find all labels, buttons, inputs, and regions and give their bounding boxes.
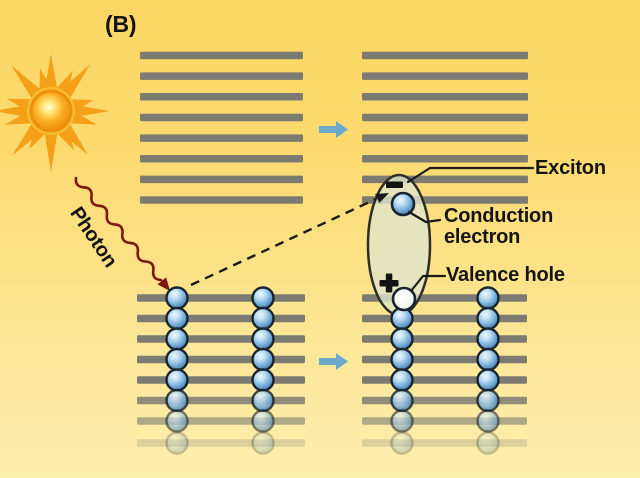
valence-hole-dot: [391, 286, 417, 312]
minus-sign: [386, 181, 403, 188]
sun-icon: [0, 54, 110, 172]
conduction-electron-label-line2: electron: [444, 226, 521, 248]
valence-hole-leader-line: [409, 274, 447, 293]
band-bars-layer: [137, 51, 528, 447]
bars-bottom-left: [137, 294, 305, 447]
exciton-label: Exciton: [535, 157, 606, 179]
bars-top-left: [140, 51, 303, 204]
transition-arrow-bottom: [319, 353, 348, 370]
conduction-electron-leader-line: [407, 210, 442, 224]
dashed-arrowhead-icon: [375, 193, 389, 203]
valence-hole-label: Valence hole: [446, 264, 565, 286]
electrons-bottom-left: [165, 286, 275, 455]
electrons-bottom-right: [390, 286, 500, 455]
conduction-electron-dot: [390, 191, 416, 217]
plus-sign: [379, 273, 399, 293]
excitation-dashed-arrow: [190, 197, 377, 287]
conduction-electron-label-line1: Conduction: [444, 205, 554, 227]
photon-arrowhead-icon: [157, 277, 170, 291]
panel-label: (B): [105, 11, 137, 37]
bars-bottom-right: [362, 294, 527, 447]
exciton-leader-line: [406, 166, 535, 184]
photon-wavy-arrow: [74, 176, 163, 282]
transition-arrow-top: [319, 121, 348, 138]
conduction-electron-label: Conduction electron: [444, 206, 553, 248]
